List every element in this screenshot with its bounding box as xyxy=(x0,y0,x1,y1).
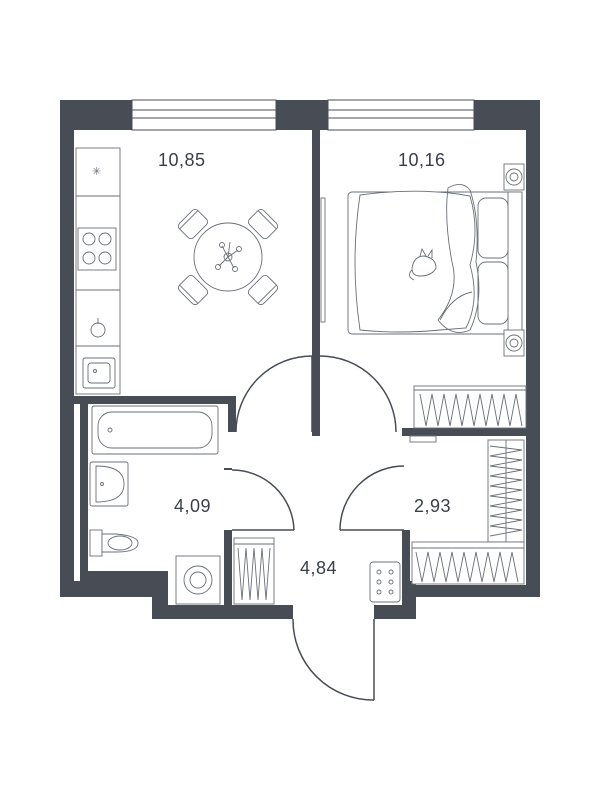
svg-text:✳: ✳ xyxy=(92,165,101,178)
area-hallway: 4,84 xyxy=(300,558,337,578)
doors xyxy=(231,355,405,701)
window-bedroom xyxy=(327,99,475,131)
window-kitchen xyxy=(131,99,277,131)
kitchen-counter xyxy=(75,147,121,395)
area-bedroom: 10,16 xyxy=(398,150,446,170)
electrical-panel-icon xyxy=(369,561,401,603)
area-kitchen-living: 10,85 xyxy=(158,150,206,170)
cooktop-icon xyxy=(77,227,117,271)
tap-icon xyxy=(90,318,106,338)
double-bed-icon xyxy=(347,184,523,335)
bathroom-cabinet xyxy=(233,537,275,605)
bathtub-icon xyxy=(91,405,219,455)
nightstand-lamp-icon xyxy=(503,163,525,357)
sink-icon xyxy=(82,357,116,389)
table-with-chairs-icon xyxy=(177,208,279,306)
wardrobe-shelving xyxy=(409,435,525,585)
bedroom-wardrobe xyxy=(413,385,527,429)
wall-lamp-icon xyxy=(320,197,326,323)
washing-machine-icon xyxy=(175,555,221,605)
interior-walls xyxy=(74,130,526,605)
area-bathroom: 4,09 xyxy=(174,496,211,516)
area-wardrobe: 2,93 xyxy=(414,496,451,516)
outer-walls xyxy=(60,100,540,619)
washbasin-icon xyxy=(89,461,129,507)
toilet-icon xyxy=(89,529,139,557)
fridge-icon: ✳ xyxy=(92,165,101,178)
